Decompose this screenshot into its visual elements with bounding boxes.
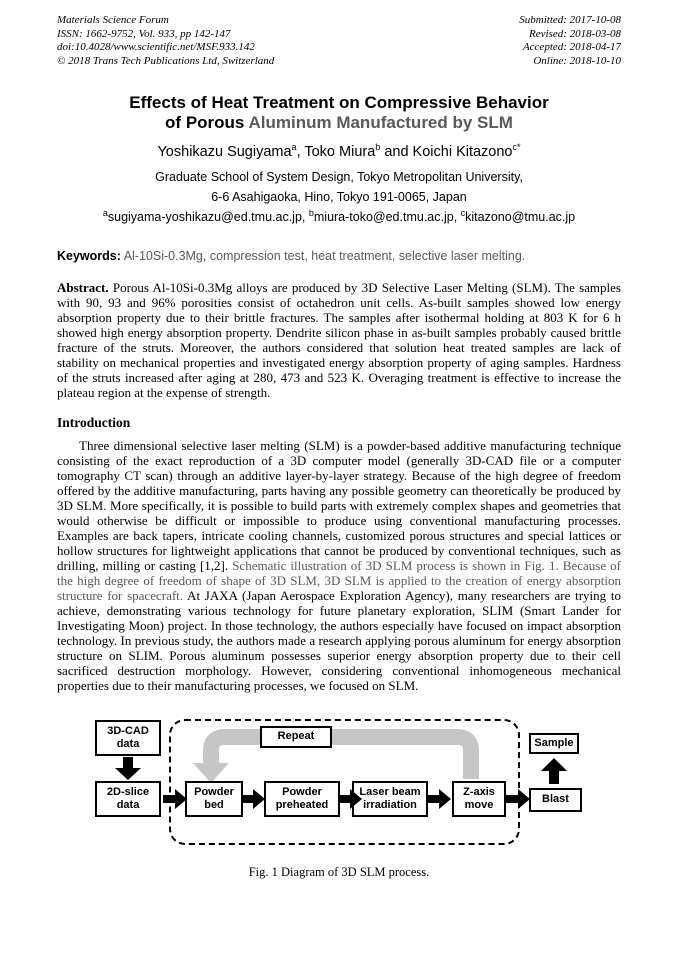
affiliation-line-1: Graduate School of System Design, Tokyo …	[155, 169, 523, 184]
title-line-1: Effects of Heat Treatment on Compressive…	[129, 93, 549, 112]
box-laser-beam-irradiation: Laser beam irradiation	[352, 780, 428, 817]
online-date: Online: 2018-10-10	[533, 54, 621, 67]
journal-name: Materials Science Forum	[57, 14, 169, 26]
title-line-2-gray: Aluminum Manufactured by SLM	[248, 112, 513, 132]
journal-doi: doi:10.4028/www.scientific.net/MSF.933.1…	[57, 41, 255, 53]
intro-text-1: Three dimensional selective laser meltin…	[57, 437, 621, 573]
author-3: Koichi Kitazono	[412, 143, 513, 160]
email-separator: ,	[301, 209, 309, 224]
abstract-text: Porous Al-10Si-0.3Mg alloys are produced…	[57, 279, 621, 400]
abstract: Abstract. Porous Al-10Si-0.3Mg alloys ar…	[57, 280, 621, 400]
arrow-up-icon	[541, 757, 567, 784]
email-3-mark: c	[460, 207, 466, 218]
keywords-text: Al-10Si-0.3Mg, compression test, heat tr…	[120, 248, 526, 263]
box-sample: Sample	[529, 732, 579, 754]
author-list: Yoshikazu Sugiyamaa, Toko Miurab and Koi…	[57, 142, 621, 160]
box-3d-cad-data: 3D-CAD data	[95, 719, 161, 756]
author-1-affil-mark: a	[291, 142, 297, 152]
email-3: kitazono@tmu.ac.jp	[465, 209, 576, 224]
box-powder-preheated: Powder preheated	[264, 780, 340, 817]
section-heading-introduction: Introduction	[57, 414, 131, 430]
box-repeat: Repeat	[260, 725, 332, 748]
arrow-right-icon	[338, 788, 362, 809]
email-1: sugiyama-yoshikazu@ed.tmu.ac.jp	[107, 209, 302, 224]
author-2: Toko Miura	[304, 143, 376, 160]
email-2: miura-toko@ed.tmu.ac.jp	[313, 209, 454, 224]
submission-dates: Submitted: 2017-10-08 Revised: 2018-03-0…	[519, 14, 621, 68]
page-content: Materials Science Forum ISSN: 1662-9752,…	[57, 14, 621, 880]
email-separator: ,	[453, 209, 461, 224]
email-2-mark: b	[308, 207, 314, 218]
box-z-axis-move: Z-axis move	[452, 780, 506, 817]
repeat-loop-dashed-border	[169, 718, 520, 845]
revised-date: Revised: 2018-03-08	[529, 27, 621, 40]
figure-1-diagram: 3D-CAD data 2D-slice data Powder bed Pow…	[57, 717, 621, 857]
box-powder-bed: Powder bed	[185, 780, 243, 817]
journal-copyright: © 2018 Trans Tech Publications Ltd, Swit…	[57, 54, 275, 67]
arrow-right-icon	[163, 788, 187, 809]
paper-title: Effects of Heat Treatment on Compressive…	[57, 93, 621, 132]
affiliation: Graduate School of System Design, Tokyo …	[57, 167, 621, 207]
author-3-affil-mark: c*	[512, 142, 521, 152]
intro-text-2: At JAXA (Japan Aerospace Exploration Age…	[57, 587, 621, 693]
author-1: Yoshikazu Sugiyama	[157, 143, 292, 160]
arrow-right-icon	[427, 788, 451, 809]
intro-text-gray: Schematic illustration of 3D SLM process…	[57, 557, 621, 603]
box-blast: Blast	[529, 787, 582, 812]
email-list: asugiyama-yoshikazu@ed.tmu.ac.jp, bmiura…	[57, 208, 621, 224]
introduction-paragraph: Three dimensional selective laser meltin…	[57, 438, 621, 693]
keywords-line: Keywords: Al-10Si-0.3Mg, compression tes…	[57, 249, 621, 263]
arrow-right-icon	[241, 788, 265, 809]
accepted-date: Accepted: 2018-04-17	[522, 41, 621, 53]
journal-issn: ISSN: 1662-9752, Vol. 933, pp 142-147	[57, 27, 231, 40]
arrow-down-icon	[115, 756, 141, 780]
repeat-loop-arrow-icon	[193, 728, 479, 783]
figure-1-caption: Fig. 1 Diagram of 3D SLM process.	[248, 864, 430, 879]
author-separator: and	[380, 143, 413, 160]
title-line-2: of Porous Aluminum Manufactured by SLM	[57, 113, 621, 133]
arrow-right-icon	[506, 788, 530, 809]
title-line-2-black: of Porous	[165, 112, 249, 132]
email-1-mark: a	[102, 207, 108, 218]
affiliation-line-2: 6-6 Asahigaoka, Hino, Tokyo 191-0065, Ja…	[211, 189, 467, 204]
abstract-label: Abstract.	[57, 279, 109, 295]
keywords-label: Keywords:	[57, 248, 121, 263]
box-2d-slice-data: 2D-slice data	[95, 780, 161, 817]
author-2-affil-mark: b	[375, 142, 381, 152]
journal-header: Materials Science Forum ISSN: 1662-9752,…	[57, 14, 621, 68]
submitted-date: Submitted: 2017-10-08	[519, 14, 621, 26]
journal-info: Materials Science Forum ISSN: 1662-9752,…	[57, 14, 274, 68]
author-separator: ,	[296, 143, 305, 160]
